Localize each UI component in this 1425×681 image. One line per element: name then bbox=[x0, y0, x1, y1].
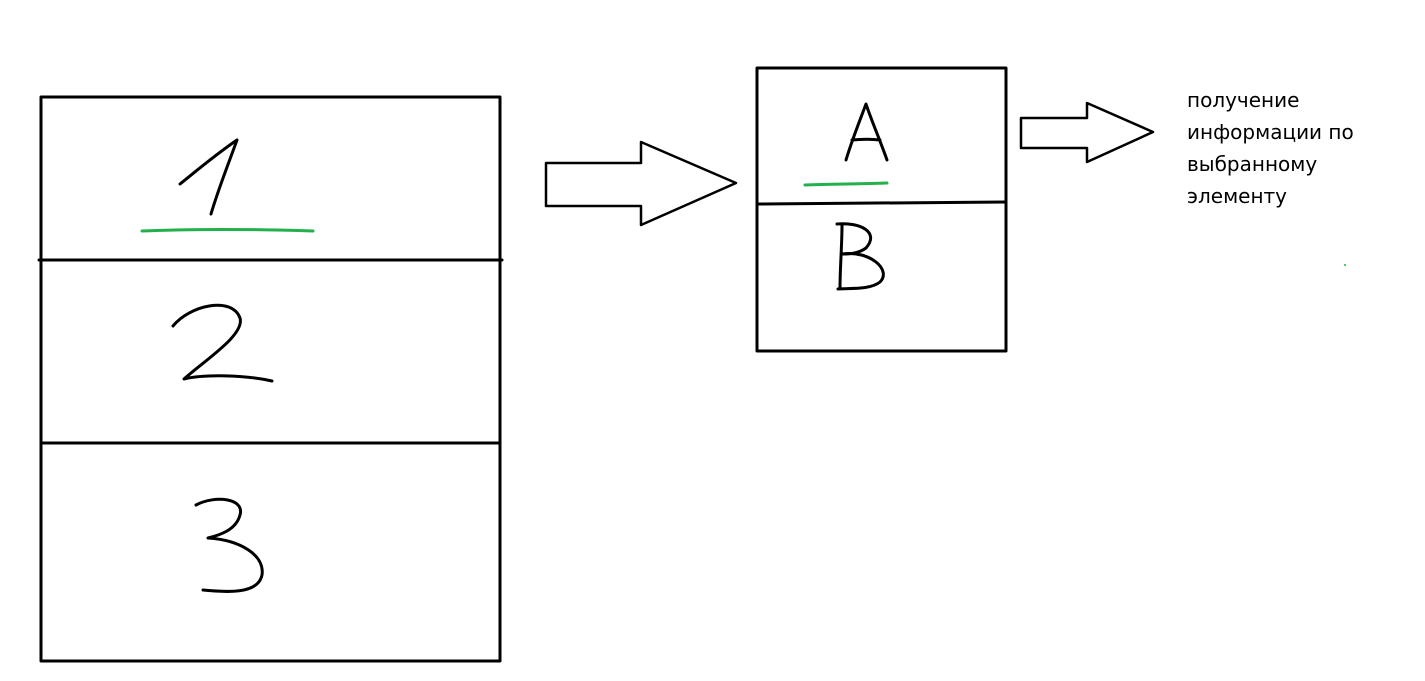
stray-dot bbox=[1344, 264, 1346, 266]
left-list-item-3[interactable] bbox=[194, 497, 264, 593]
result-text-line: элементу bbox=[1187, 184, 1288, 208]
result-description: получение информации по выбранному элеме… bbox=[1187, 84, 1354, 212]
left-list-item-1[interactable] bbox=[140, 138, 315, 233]
left-list-border bbox=[39, 95, 502, 663]
middle-list-border bbox=[755, 66, 1008, 353]
handwritten-a bbox=[844, 102, 889, 162]
middle-list-divider bbox=[755, 200, 1008, 206]
right-arrow-icon bbox=[1019, 101, 1155, 164]
selection-underline bbox=[803, 181, 889, 187]
left-list-box bbox=[37, 95, 504, 663]
result-text-line: получение bbox=[1187, 88, 1300, 112]
middle-list-item-b[interactable] bbox=[835, 222, 885, 291]
selection-underline bbox=[140, 228, 315, 233]
middle-list-box bbox=[755, 66, 1008, 353]
left-list-item-2[interactable] bbox=[171, 303, 274, 383]
result-text-line: информации по bbox=[1187, 120, 1354, 144]
handwritten-3 bbox=[194, 497, 264, 593]
right-arrow-icon bbox=[544, 140, 738, 227]
handwritten-2 bbox=[171, 303, 274, 383]
handwritten-b bbox=[835, 222, 885, 291]
middle-list-item-a[interactable] bbox=[803, 102, 889, 187]
result-text-line: выбранному bbox=[1187, 152, 1318, 176]
handwritten-1 bbox=[178, 138, 239, 216]
